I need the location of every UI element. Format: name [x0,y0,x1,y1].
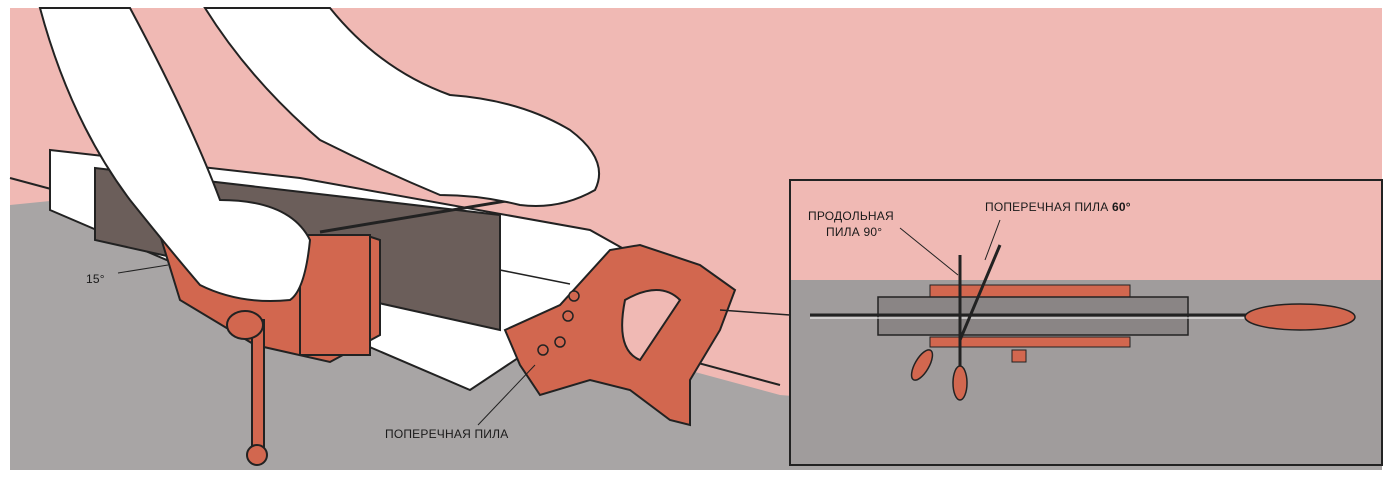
crosscut-60-label: ПОПЕРЕЧНАЯ ПИЛА 60° [985,200,1131,215]
crosscut-60-angle: 60° [1112,200,1131,214]
angle-15-label: 15° [86,272,105,287]
rip-saw-label-line2: ПИЛА 90° [826,225,882,240]
inset-handle [1245,304,1355,330]
rip-saw-label-line1: ПРОДОЛЬНАЯ [808,209,894,224]
crosscut-saw-label: ПОПЕРЕЧНАЯ ПИЛА [385,427,508,442]
crosscut-60-text: ПОПЕРЕЧНАЯ ПИЛА [985,200,1108,214]
clamp-rod [252,320,264,450]
